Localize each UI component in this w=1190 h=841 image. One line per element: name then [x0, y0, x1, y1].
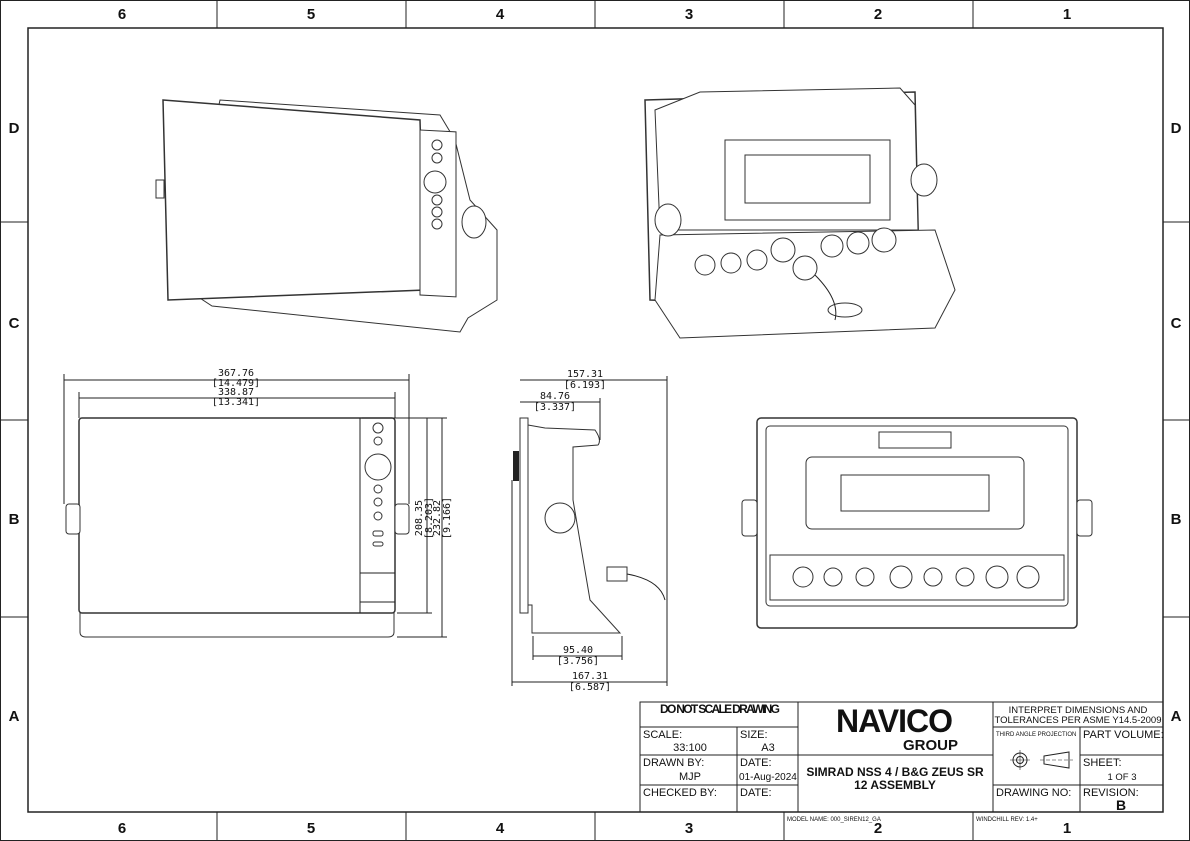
title-block: DO NOT SCALE DRAWING SCALE: 33:100 SIZE:… [639, 701, 1164, 823]
zone-row-c-right: C [1171, 315, 1182, 332]
zone-col-2-bottom: 2 [874, 820, 882, 837]
dim-front-overall-height-in: [9.166] [442, 497, 453, 539]
drawn-by-value: MJP [679, 771, 701, 783]
dim-front-overall-width-in: [14.479] [212, 378, 260, 389]
checked-by-label: CHECKED BY: [643, 787, 717, 799]
drawing-title-line1: SIMRAD NSS 4 / B&G ZEUS SR [806, 765, 984, 779]
drawing-title-line2: 12 ASSEMBLY [854, 778, 936, 792]
dim-front-display-width-in: [13.341] [212, 397, 260, 408]
do-not-scale-label: DO NOT SCALE DRAWING [660, 702, 780, 716]
dim-front-overall-height: 232.82 [432, 500, 443, 536]
zone-col-6: 6 [118, 6, 126, 23]
interpret-line1: INTERPRET DIMENSIONS AND [1009, 705, 1148, 716]
dim-front-display-height: 208.35 [414, 500, 425, 536]
projection-label: THIRD ANGLE PROJECTION [996, 732, 1076, 738]
dim-front-display-height-in: [8.203] [424, 497, 435, 539]
dim-side-cable-depth-in: [6.587] [569, 682, 611, 693]
windchill-rev: WINDCHILL REV: 1.4+ [976, 817, 1038, 823]
drawing-no-label: DRAWING NO: [996, 787, 1071, 799]
zone-col-6-bottom: 6 [118, 820, 126, 837]
model-name: MODEL NAME: 000_SIREN12_GA [787, 817, 881, 823]
front-view: 367.76 [14.479] 338.87 [13.341] 208.35 [… [63, 368, 453, 638]
third-angle-projection-icon [1010, 750, 1073, 770]
navico-logo: NAVICO [836, 703, 952, 739]
dim-side-unit-depth: 84.76 [540, 391, 570, 402]
date-value: 01-Aug-2024 [739, 772, 797, 783]
navico-logo-group: GROUP [903, 737, 958, 754]
zone-row-d-right: D [1171, 120, 1182, 137]
drawn-by-label: DRAWN BY: [643, 757, 704, 769]
zone-row-a-right: A [1171, 708, 1182, 725]
rear-connectors [792, 565, 1040, 589]
scale-label: SCALE: [643, 729, 682, 741]
zone-row-c: C [9, 315, 20, 332]
dim-front-overall-width: 367.76 [218, 368, 254, 379]
zone-col-4: 4 [496, 6, 505, 23]
zone-col-1-bottom: 1 [1063, 820, 1071, 837]
zone-col-5-bottom: 5 [307, 820, 315, 837]
size-value: A3 [761, 742, 774, 754]
zone-col-3: 3 [685, 6, 693, 23]
side-view: 157.31 [6.193] 84.76 [3.337] 95.40 [3.75… [511, 369, 668, 693]
dim-side-overall-depth-in: [6.193] [564, 380, 606, 391]
size-label: SIZE: [740, 729, 768, 741]
zone-col-2: 2 [874, 6, 882, 23]
sheet-value: 1 OF 3 [1107, 772, 1136, 783]
dim-side-overall-depth: 157.31 [567, 369, 603, 380]
zone-col-5: 5 [307, 6, 315, 23]
sheet-label: SHEET: [1083, 757, 1122, 769]
zone-row-b: B [9, 511, 20, 528]
zone-row-d: D [9, 120, 20, 137]
interpret-line2: TOLERANCES PER ASME Y14.5-2009 [994, 715, 1161, 726]
revision-value: B [1116, 797, 1126, 813]
dim-front-display-width: 338.87 [218, 387, 254, 398]
scale-value: 33:100 [673, 742, 707, 754]
isometric-rear-view [644, 87, 956, 339]
dim-side-cable-depth: 167.31 [572, 671, 608, 682]
isometric-front-view [155, 99, 498, 333]
zone-col-1: 1 [1063, 6, 1071, 23]
revision-label: REVISION: [1083, 787, 1139, 799]
part-volume-label: PART VOLUME: [1083, 729, 1164, 741]
zone-labels: 6 5 4 3 2 1 6 5 4 3 2 1 D C B A D C B A [9, 6, 1182, 837]
date-label: DATE: [740, 757, 772, 769]
zone-col-3-bottom: 3 [685, 820, 693, 837]
checked-date-label: DATE: [740, 787, 772, 799]
dim-side-unit-depth-in: [3.337] [534, 402, 576, 413]
zone-row-a: A [9, 708, 20, 725]
dim-side-base-in: [3.756] [557, 656, 599, 667]
dim-side-base: 95.40 [563, 645, 593, 656]
zone-row-b-right: B [1171, 511, 1182, 528]
rear-view [741, 417, 1093, 629]
zone-col-4-bottom: 4 [496, 820, 505, 837]
